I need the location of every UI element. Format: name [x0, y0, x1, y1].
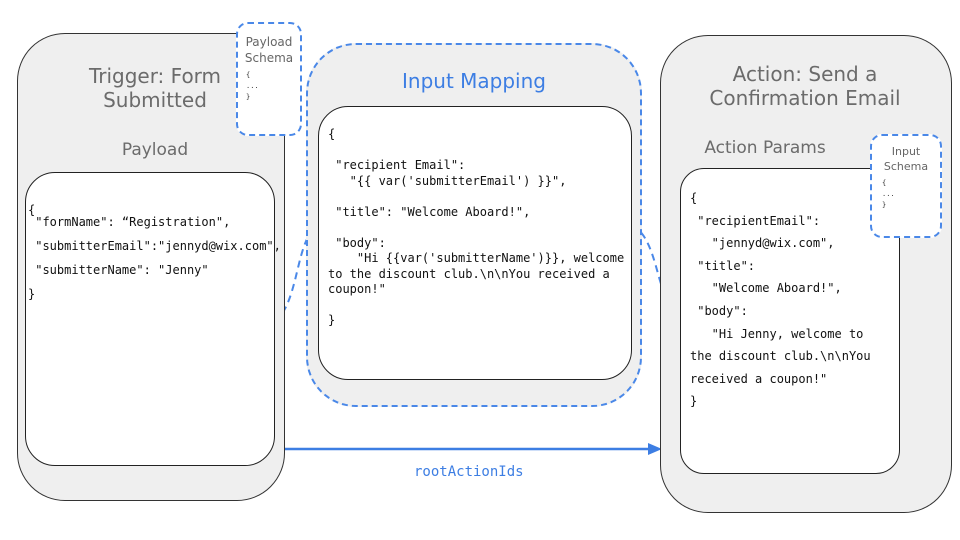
- root-action-ids-label: rootActionIds: [414, 464, 524, 480]
- input-schema-body: { ... }: [882, 179, 895, 209]
- payload-schema-box: Payload Schema { ... }: [236, 22, 302, 136]
- payload-schema-body: { ... }: [246, 71, 259, 101]
- mapping-title: Input Mapping: [402, 69, 546, 93]
- input-schema-box: Input Schema { ... }: [870, 134, 942, 238]
- mapping-code: { "recipient Email": "{{ var('submitterE…: [328, 127, 625, 327]
- payload-code: { "formName": “Registration", "submitter…: [28, 203, 281, 301]
- action-params-card: [680, 168, 900, 474]
- input-schema-label: Input Schema: [883, 145, 929, 173]
- payload-schema-label: Payload Schema: [244, 35, 294, 65]
- mapping-card: [318, 106, 632, 380]
- payload-subtitle: Payload: [121, 140, 189, 160]
- root-action-arrowhead: [648, 443, 662, 455]
- payload-card: [25, 172, 275, 466]
- action-params-code: { "recipientEmail": "jennyd@wix.com", "t…: [690, 191, 871, 409]
- action-title: Action: Send a Confirmation Email: [709, 62, 901, 110]
- trigger-title: Trigger: Form Submitted: [88, 64, 222, 112]
- action-params-subtitle: Action Params: [704, 138, 826, 158]
